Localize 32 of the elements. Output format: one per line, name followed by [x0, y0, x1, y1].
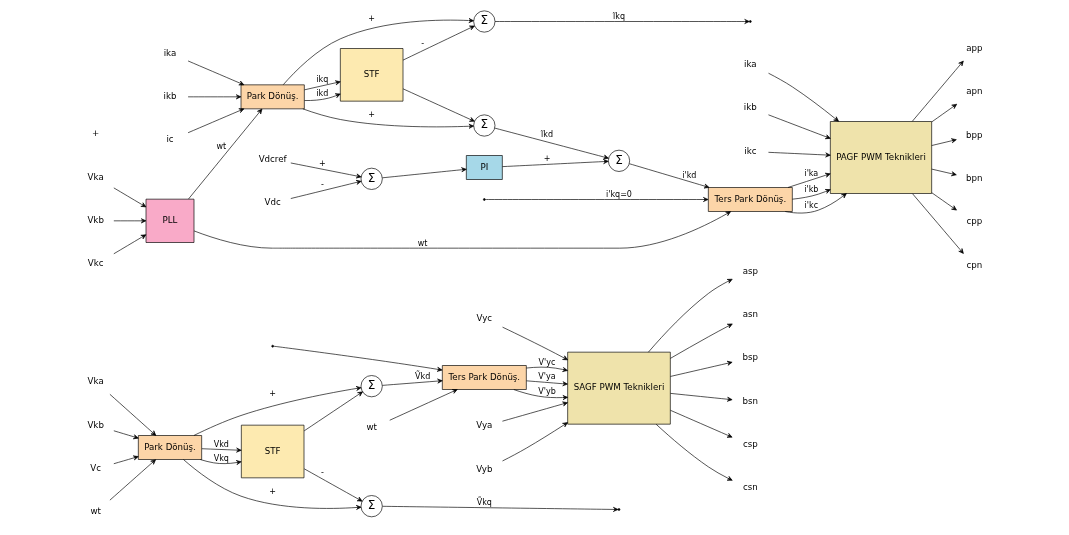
node-text: Vka [87, 376, 104, 387]
node-text: Vyc [476, 313, 492, 324]
node-text: Vyb [475, 463, 492, 474]
node-text: Vc [89, 463, 101, 474]
node-text: wt [365, 422, 377, 433]
node-text: asp [742, 265, 758, 276]
node-text: ikb [743, 102, 757, 113]
node-text: Vka [87, 171, 104, 182]
node-text: ikb [163, 91, 176, 102]
node-text: asn [742, 309, 758, 320]
node-text: Vkc [87, 258, 104, 269]
node-text: ika [743, 59, 757, 70]
node-text: Vya [475, 420, 492, 431]
node-text: ic [165, 134, 174, 145]
node-text: csn [742, 482, 758, 493]
node-text: Vdc [264, 197, 281, 208]
node-text: Vkb [86, 215, 104, 226]
node-text: csp [742, 439, 758, 450]
node-text: bsn [742, 395, 758, 406]
node-text: cpn [965, 259, 982, 270]
node-text: Vdcref [258, 153, 287, 164]
node-text: bpn [965, 173, 983, 184]
node-text: ika [163, 47, 176, 58]
label: + [91, 128, 99, 139]
node-text: app [965, 43, 982, 54]
node-text: Vkb [86, 419, 104, 430]
node-text: apn [965, 86, 982, 97]
node-text: ikc [743, 145, 756, 156]
node-text: wt [89, 506, 101, 517]
node-text: bsp [742, 352, 758, 363]
node-text: cpp [965, 216, 982, 227]
node-text: bpp [965, 129, 983, 140]
